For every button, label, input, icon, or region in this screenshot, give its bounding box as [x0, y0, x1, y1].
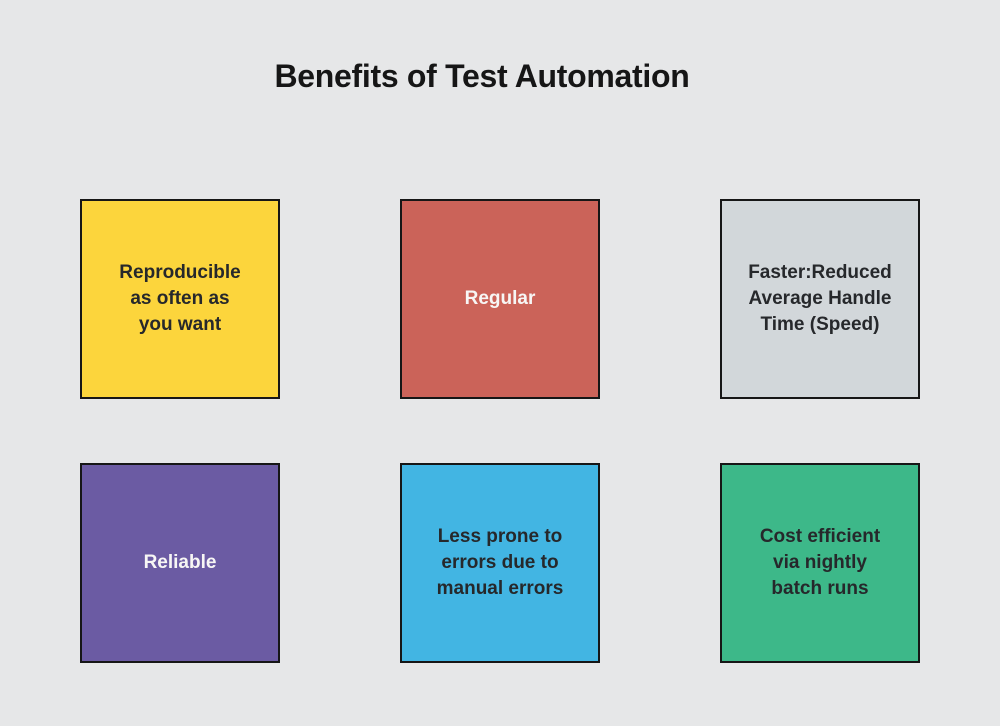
card-reliable-label: Reliable [143, 552, 217, 573]
card-faster-reduced-aht: Faster:Reduced Average Handle Time (Spee… [720, 199, 920, 399]
card-cost-efficient: Cost efficient via nightly batch runs [720, 463, 920, 663]
card-reproducible-label: Reproducible as often as you want [119, 262, 241, 335]
card-reliable: Reliable [80, 463, 280, 663]
diagram-title: Benefits of Test Automation [274, 58, 690, 94]
card-reproducible: Reproducible as often as you want [80, 199, 280, 399]
card-regular: Regular [400, 199, 600, 399]
card-cost-efficient-label: Cost efficient via nightly batch runs [759, 526, 881, 599]
card-regular-label: Regular [464, 288, 536, 309]
card-faster-reduced-aht-label: Faster:Reduced Average Handle Time (Spee… [748, 262, 892, 335]
card-less-prone-errors-label: Less prone to errors due to manual error… [436, 526, 564, 599]
card-less-prone-errors: Less prone to errors due to manual error… [400, 463, 600, 663]
